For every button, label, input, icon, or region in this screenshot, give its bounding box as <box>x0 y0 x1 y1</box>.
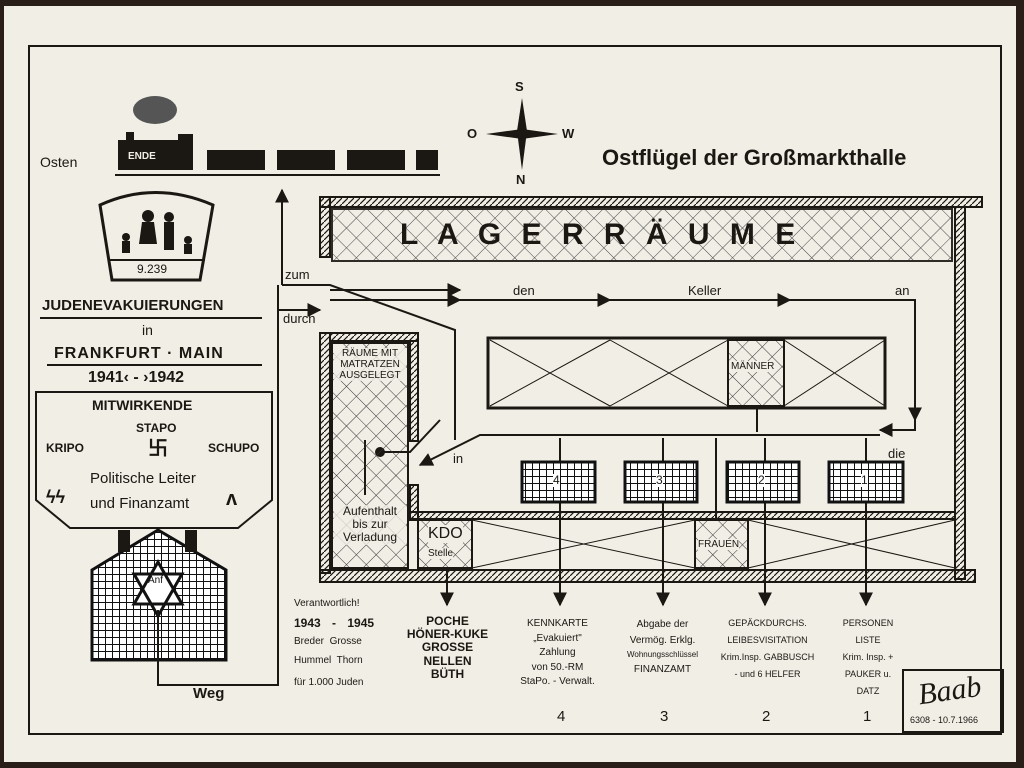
waiting-area-label: Aufenthalt bis zur Verladung <box>334 504 406 545</box>
route-den: den <box>513 283 535 298</box>
participants-line2: und Finanzamt <box>90 495 190 512</box>
compass-south-label: N <box>516 172 526 187</box>
route-zum: zum <box>285 267 310 282</box>
heading: JUDENEVAKUIERUNGEN <box>42 297 224 314</box>
participants-line1: Politische Leiter <box>90 470 196 487</box>
swastika-icon: 卐 <box>148 438 168 460</box>
route-in: in <box>453 451 464 466</box>
table-3-number: 3 <box>656 473 663 488</box>
heading-in: in <box>142 322 153 338</box>
stapo: STAPO <box>136 421 177 435</box>
men-room-label: MÄNNER <box>731 361 775 372</box>
participants-title: MITWIRKENDE <box>92 397 193 413</box>
schupo: SCHUPO <box>208 441 260 455</box>
storage-rooms-label: L A G E R R Ä U M E <box>400 218 802 251</box>
table-2-number: 2 <box>758 473 765 488</box>
route-die: die <box>888 446 906 461</box>
responsible-title: Verantwortlich! <box>294 598 360 609</box>
city: FRANKFURT · MAIN <box>54 345 224 362</box>
compass-icon <box>486 98 558 170</box>
responsible-count: für 1.000 Juden <box>294 677 364 688</box>
route-durch: durch <box>283 311 316 326</box>
evacuee-count: 9.239 <box>137 262 168 276</box>
table-4-number: 4 <box>553 473 560 488</box>
compass-east-label: O <box>467 126 478 141</box>
station-number-1: 1 <box>863 708 872 725</box>
diagram-frame <box>28 45 1002 735</box>
compass-west-label: W <box>562 126 575 141</box>
table-1-number: 1 <box>861 473 868 488</box>
train-icon <box>115 96 440 176</box>
kdo-label: KDO <box>428 525 463 543</box>
direction-label: Osten <box>40 154 78 170</box>
signature-reference: 6308 - 10.7.1966 <box>910 715 979 725</box>
stelle-label: Stelle <box>428 548 454 559</box>
sa-icon: ʌ <box>226 488 238 510</box>
house-label: Anf <box>148 575 164 586</box>
page-title: Ostflügel der Großmarkthalle <box>602 145 907 170</box>
ss-icon: ϟϟ <box>46 487 66 507</box>
mattress-rooms-label: RÄUME MIT MATRATZEN AUSGELEGT <box>334 348 406 381</box>
women-room-label: FRAUEN <box>698 539 740 550</box>
route-an: an <box>895 283 910 298</box>
locomotive-label: ENDE <box>128 151 156 162</box>
house-icon <box>90 528 228 662</box>
family-icon <box>122 210 192 254</box>
station-tables <box>520 460 905 504</box>
responsible-names-1: Breder Grosse <box>294 636 362 647</box>
station-number-2: 2 <box>762 708 771 725</box>
responsible-years: 1943 - 1945 <box>294 616 375 630</box>
signature-box <box>902 669 1004 733</box>
years: 1941‹ - ›1942 <box>88 369 185 386</box>
station-number-4: 4 <box>557 708 566 725</box>
route-keller: Keller <box>688 283 722 298</box>
responsible-names-2: Hummel Thorn <box>294 655 363 666</box>
compass-north-label: S <box>515 79 524 94</box>
family-badge <box>98 191 215 282</box>
route-weg: Weg <box>193 685 225 702</box>
station-number-3: 3 <box>660 708 669 725</box>
kripo: KRIPO <box>46 441 85 455</box>
